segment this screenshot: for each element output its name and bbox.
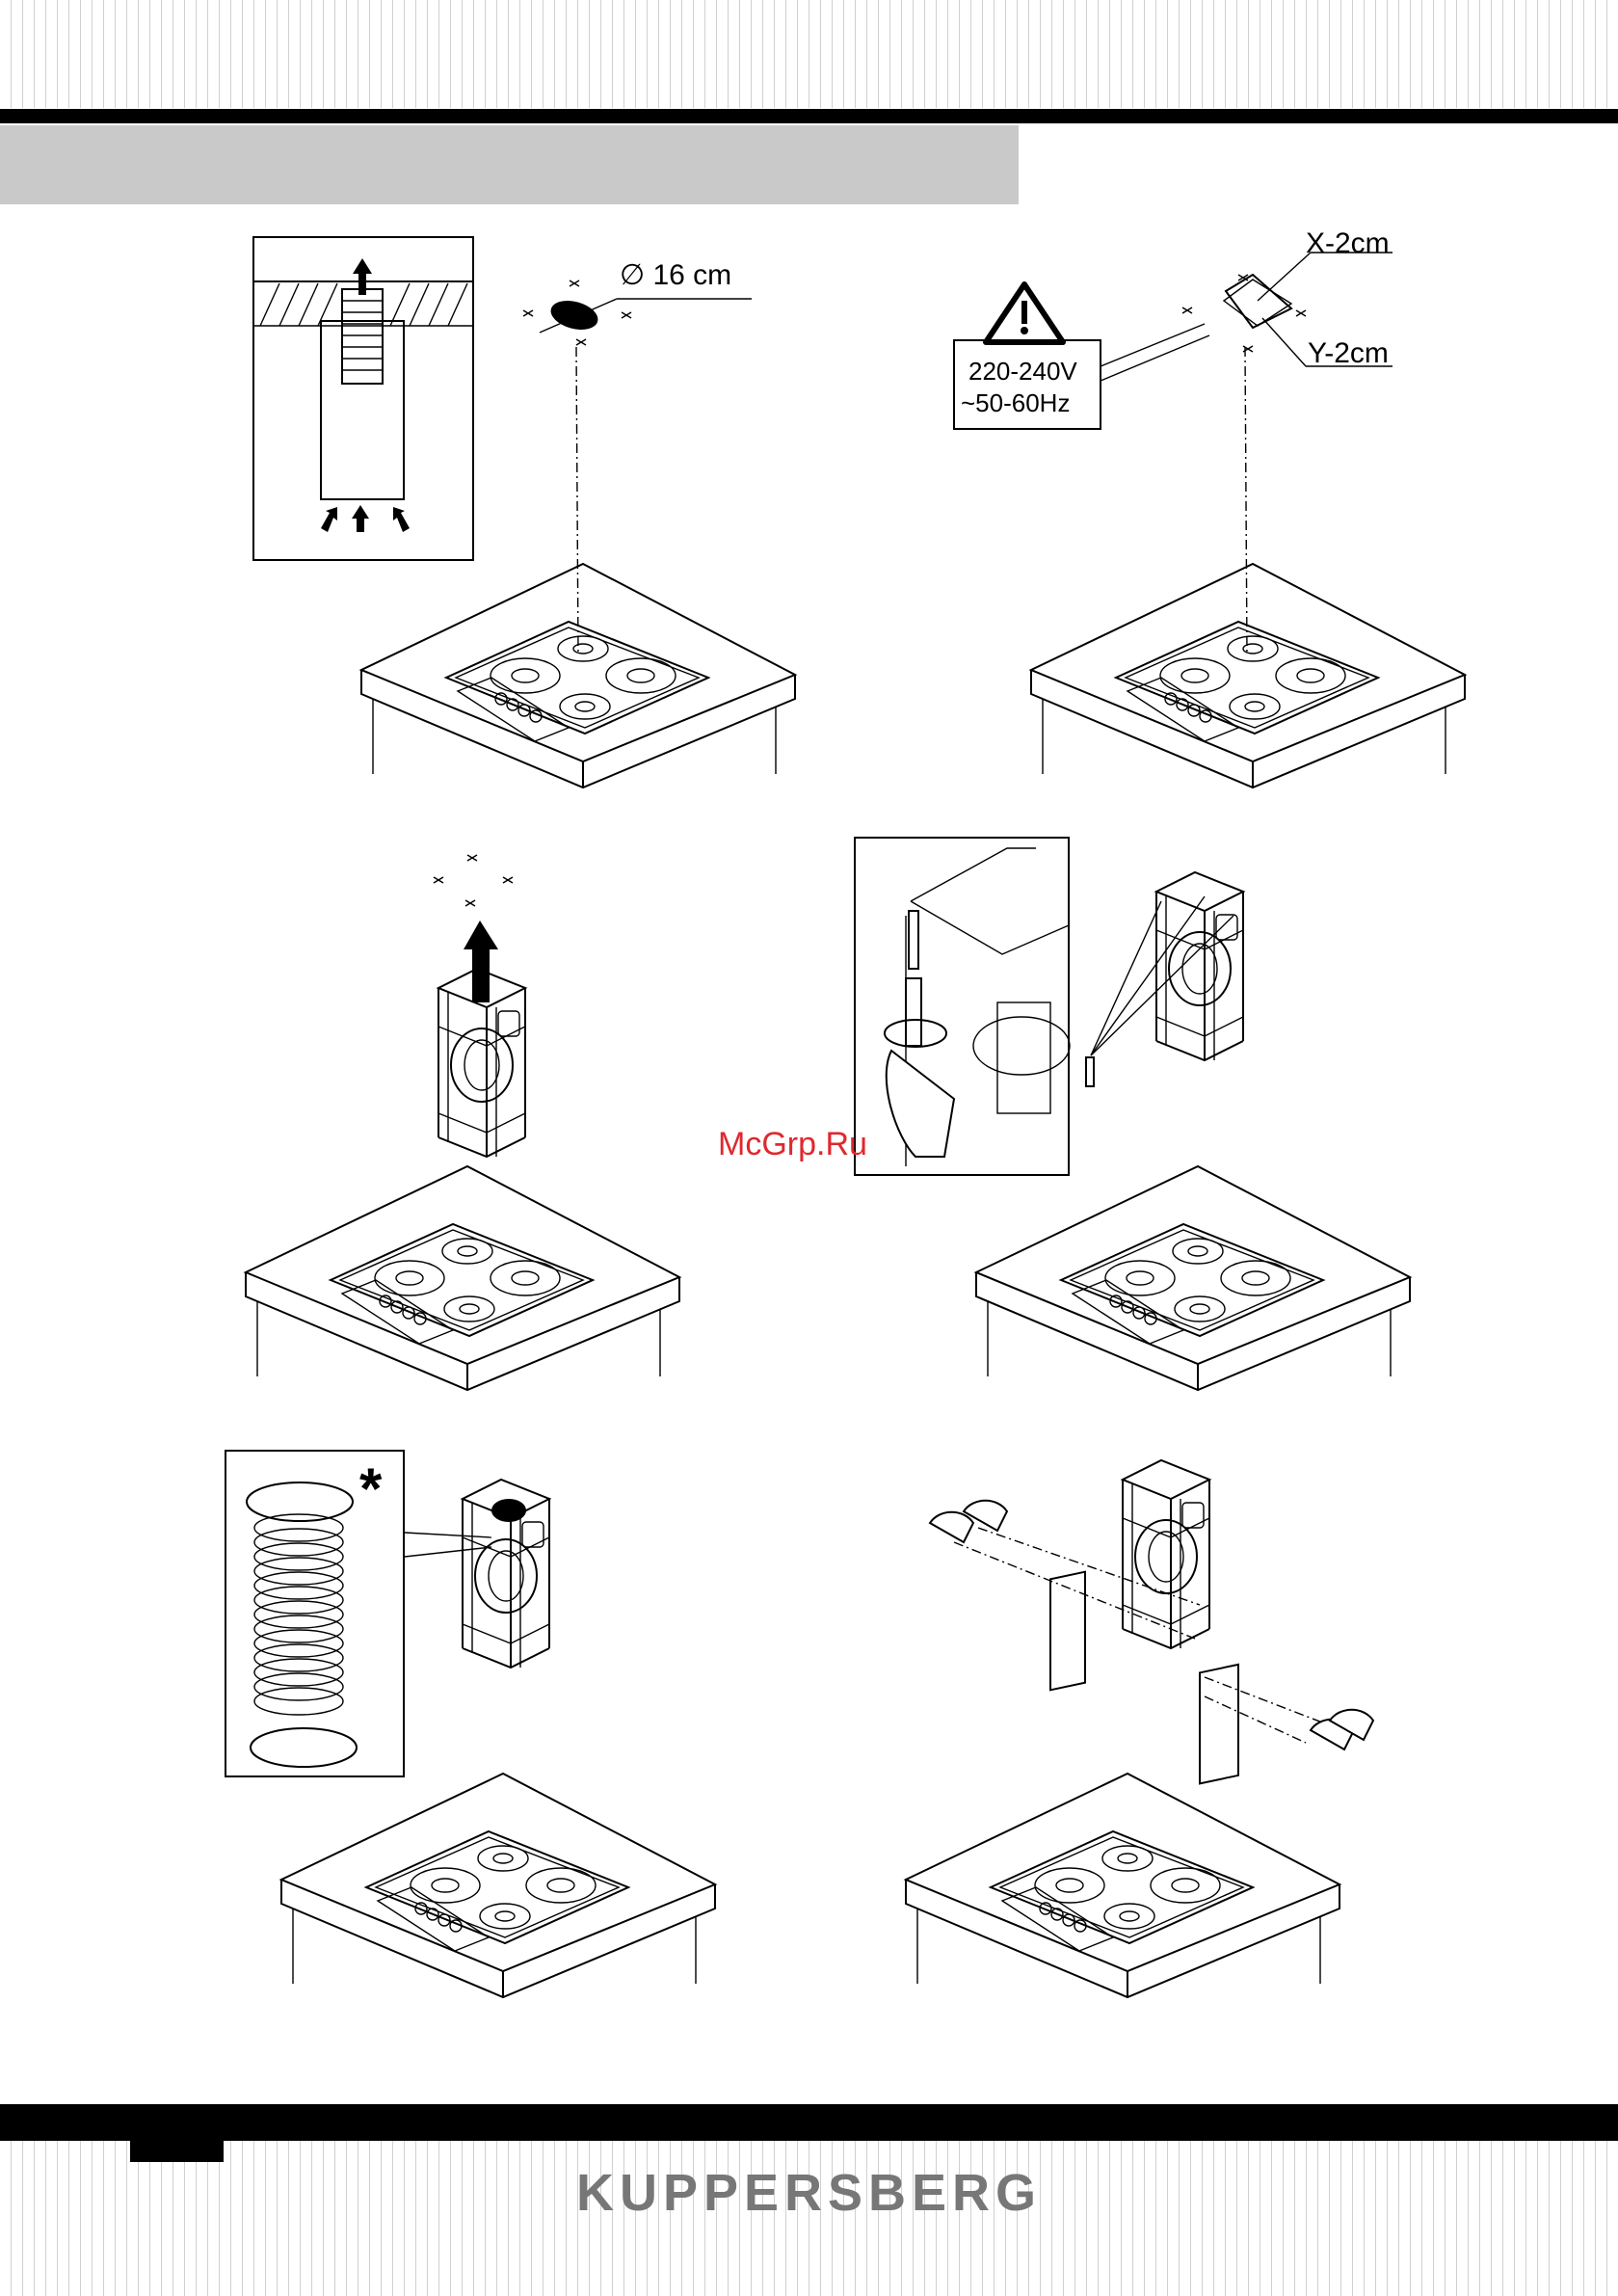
- duct-diameter-label: ∅ 16 cm: [620, 258, 731, 292]
- hood-frame-2: [1156, 872, 1243, 1060]
- bottom-black-bar: [0, 2104, 1618, 2141]
- hob-counter-4: [976, 1166, 1410, 1390]
- hob-counter-3: [246, 1166, 679, 1390]
- brand-logo: KUPPERSBERG: [0, 2163, 1618, 2223]
- page-number-tab: [130, 2139, 224, 2162]
- x-offset-label: X-2cm: [1306, 227, 1390, 260]
- screw-inset-frame: [855, 838, 1069, 1175]
- duct-hole-marker: [547, 296, 601, 334]
- hob-counter-5: [281, 1774, 715, 1997]
- hob-counter-6: [906, 1774, 1339, 1997]
- hob-counter-2: [1031, 564, 1465, 788]
- hood-frame-4: [1123, 1460, 1209, 1648]
- frequency-label: ~50-60Hz: [961, 388, 1070, 418]
- voltage-label: 220-240V: [968, 357, 1077, 387]
- asterisk-note-marker: *: [359, 1455, 382, 1522]
- hob-counter-1: [361, 564, 795, 788]
- lift-arrow: [464, 921, 498, 1002]
- y-offset-label: Y-2cm: [1308, 337, 1389, 370]
- watermark: McGrp.Ru: [718, 1126, 867, 1163]
